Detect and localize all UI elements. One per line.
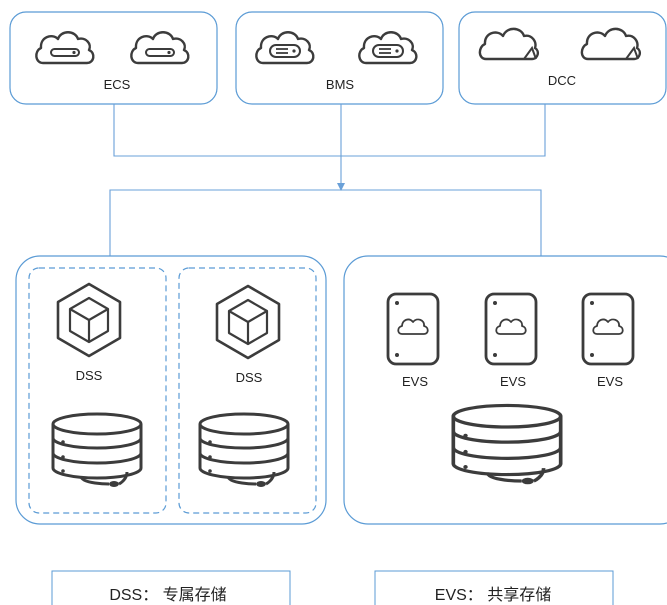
evs-label: EVS xyxy=(402,374,428,389)
ecs-label: ECS xyxy=(104,77,131,92)
evs-caption-box xyxy=(374,570,614,605)
cloud-icon xyxy=(478,27,540,61)
cloud-icon xyxy=(580,27,642,61)
connector-lines xyxy=(109,104,546,256)
dss-label: DSS xyxy=(236,370,263,385)
dss-caption: DSS： 专属存储 xyxy=(109,586,226,604)
cloud-server-icon xyxy=(255,31,315,65)
arrow-head-icon xyxy=(337,183,345,191)
dcc-box xyxy=(458,11,667,105)
cloud-server-icon xyxy=(358,31,418,65)
evs-label: EVS xyxy=(597,374,623,389)
cloud-server-icon xyxy=(130,31,190,65)
evs-caption: EVS： 共享存储 xyxy=(435,586,551,604)
dss-node-box xyxy=(178,267,317,514)
dss-label: DSS xyxy=(76,368,103,383)
dss-caption-box xyxy=(51,570,291,605)
dcc-label: DCC xyxy=(548,73,576,88)
bms-label: BMS xyxy=(326,77,355,92)
dss-node-box xyxy=(28,267,167,514)
bms-box xyxy=(235,11,444,105)
cloud-server-icon xyxy=(35,31,95,65)
dss-group-box xyxy=(15,255,327,525)
evs-label: EVS xyxy=(500,374,526,389)
